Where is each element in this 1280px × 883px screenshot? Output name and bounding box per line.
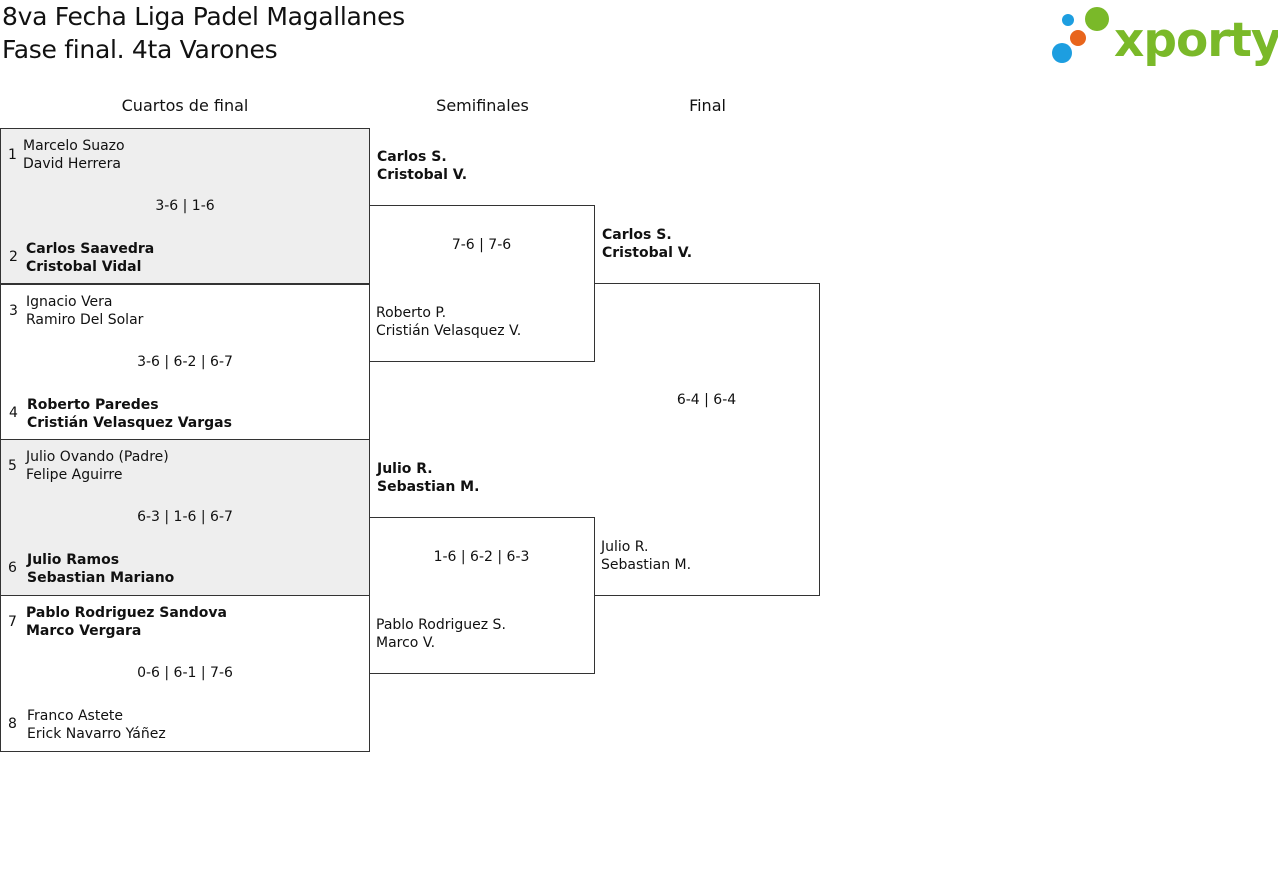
page-title: 8va Fecha Liga Padel Magallanes — [2, 2, 405, 31]
player-name: Ignacio Vera — [26, 294, 113, 310]
seed-number: 3 — [9, 303, 18, 319]
player-name: Sebastian M. — [601, 557, 692, 573]
player-name: Julio Ovando (Padre) — [26, 449, 169, 465]
logo-wordmark: xporty — [1114, 13, 1278, 68]
player-name: Erick Navarro Yáñez — [27, 726, 166, 742]
player-name: Cristián Velasquez V. — [376, 323, 522, 339]
player-name: Cristobal V. — [377, 167, 468, 183]
semifinal-1-team-a-winner: Carlos S. Cristobal V. — [377, 148, 467, 184]
team-entry: Marcelo Suazo David Herrera — [23, 137, 125, 173]
player-name: Julio R. — [601, 539, 649, 555]
team-entry: Julio Ovando (Padre) Felipe Aguirre — [26, 448, 169, 484]
team-entry: Franco Astete Erick Navarro Yáñez — [27, 707, 166, 743]
seed-number: 2 — [9, 249, 18, 265]
player-name: Roberto Paredes — [27, 397, 159, 413]
final-team-a-winner: Carlos S. Cristobal V. — [602, 226, 692, 262]
seed-number: 6 — [8, 560, 17, 576]
player-name: Felipe Aguirre — [26, 467, 123, 483]
player-name: Cristobal V. — [602, 245, 693, 261]
page-subtitle: Fase final. 4ta Varones — [2, 35, 278, 64]
match-score: 0-6 | 6-1 | 7-6 — [137, 665, 233, 681]
match-score: 3-6 | 1-6 — [155, 198, 215, 214]
round-header-quarterfinals: Cuartos de final — [121, 96, 249, 115]
player-name: Cristobal Vidal — [26, 259, 142, 275]
logo-dot-green — [1085, 7, 1109, 31]
xporty-logo: xporty — [1052, 7, 1278, 68]
team-entry-winner: Carlos Saavedra Cristobal Vidal — [26, 240, 154, 276]
semifinal-match-1: 7-6 | 7-6 Roberto P. Cristián Velasquez … — [369, 205, 595, 362]
quarterfinal-match-3: 5 Julio Ovando (Padre) Felipe Aguirre 6-… — [0, 439, 370, 596]
player-name: Julio Ramos — [27, 552, 120, 568]
player-name: Cristián Velasquez Vargas — [27, 415, 232, 431]
quarterfinal-match-4: 7 Pablo Rodriguez Sandova Marco Vergara … — [0, 595, 370, 752]
player-name: Ramiro Del Solar — [26, 312, 144, 328]
match-score: 3-6 | 6-2 | 6-7 — [137, 354, 233, 370]
team-entry: Ignacio Vera Ramiro Del Solar — [26, 293, 143, 329]
player-name: Roberto P. — [376, 305, 447, 321]
team-entry-winner: Julio Ramos Sebastian Mariano — [27, 551, 174, 587]
quarterfinal-match-2: 3 Ignacio Vera Ramiro Del Solar 3-6 | 6-… — [0, 283, 370, 440]
match-score: 7-6 | 7-6 — [451, 237, 512, 253]
player-name: Sebastian Mariano — [27, 570, 175, 586]
player-name: Franco Astete — [27, 708, 124, 724]
player-name: Pablo Rodriguez Sandova — [26, 605, 227, 621]
team-entry-winner: Pablo Rodriguez Sandova Marco Vergara — [26, 604, 227, 640]
player-name: Julio R. — [377, 461, 433, 477]
seed-number: 4 — [9, 405, 18, 421]
quarterfinal-match-1: 1 Marcelo Suazo David Herrera 3-6 | 1-6 … — [0, 128, 370, 285]
logo-dot-orange — [1070, 30, 1086, 46]
match-score: 6-4 | 6-4 — [676, 392, 737, 408]
team-entry: Julio R. Sebastian M. — [601, 538, 691, 574]
round-header-final: Final — [689, 96, 726, 115]
seed-number: 8 — [8, 716, 17, 732]
semifinal-2-team-a-winner: Julio R. Sebastian M. — [377, 460, 479, 496]
logo-dot-blue-small — [1062, 14, 1074, 26]
seed-number: 7 — [8, 614, 17, 630]
seed-number: 5 — [8, 458, 17, 474]
semifinal-match-2: 1-6 | 6-2 | 6-3 Pablo Rodriguez S. Marco… — [369, 517, 595, 674]
player-name: Sebastian M. — [377, 479, 480, 495]
player-name: David Herrera — [23, 156, 121, 172]
player-name: Carlos S. — [602, 227, 672, 243]
round-header-semifinals: Semifinales — [436, 96, 529, 115]
player-name: Marco V. — [376, 635, 436, 651]
team-entry-winner: Roberto Paredes Cristián Velasquez Varga… — [27, 396, 232, 432]
player-name: Pablo Rodriguez S. — [376, 617, 506, 633]
logo-dot-blue — [1052, 43, 1072, 63]
team-entry: Roberto P. Cristián Velasquez V. — [376, 304, 521, 340]
player-name: Marcelo Suazo — [23, 138, 125, 154]
match-score: 6-3 | 1-6 | 6-7 — [137, 509, 233, 525]
seed-number: 1 — [8, 147, 17, 163]
player-name: Carlos Saavedra — [26, 241, 155, 257]
player-name: Marco Vergara — [26, 623, 142, 639]
team-entry: Pablo Rodriguez S. Marco V. — [376, 616, 506, 652]
final-match: 6-4 | 6-4 Julio R. Sebastian M. — [594, 283, 820, 596]
match-score: 1-6 | 6-2 | 6-3 — [433, 549, 530, 565]
player-name: Carlos S. — [377, 149, 447, 165]
